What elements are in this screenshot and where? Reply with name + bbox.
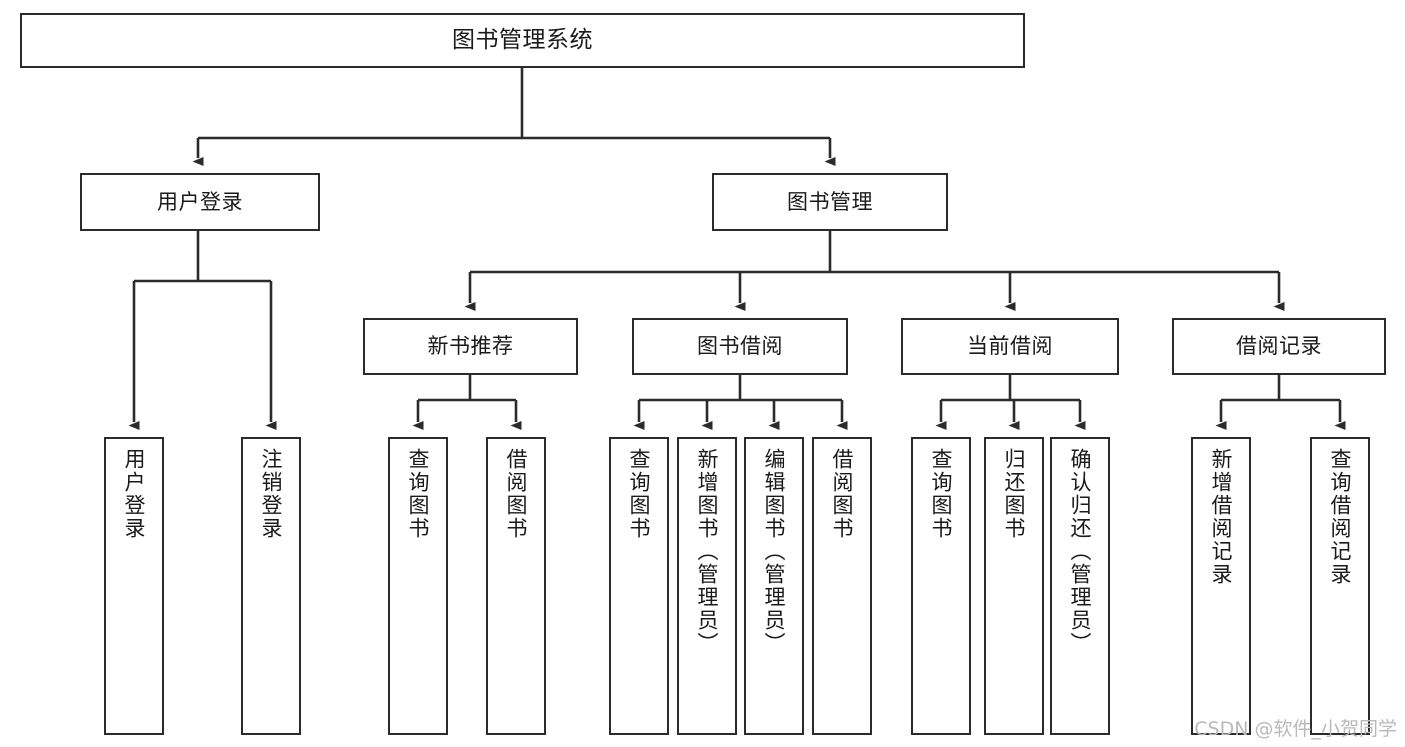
node-borrow-record[interactable]: 借阅记录 [1172, 318, 1386, 375]
node-leaf-return-book[interactable]: 归还图书 [984, 437, 1044, 735]
node-leaf-query-book-current[interactable]: 查询图书 [911, 437, 971, 735]
node-new-book-recommend-label: 新书推荐 [427, 334, 514, 359]
node-current-borrow-label: 当前借阅 [967, 334, 1053, 359]
node-leaf-borrow-book-label: 借阅图书 [830, 448, 855, 540]
node-leaf-query-borrow-record[interactable]: 查询借阅记录 [1310, 437, 1370, 735]
node-leaf-borrow-book-recommend[interactable]: 借阅图书 [486, 437, 546, 735]
node-leaf-add-book[interactable]: 新增图书（管理员） [677, 437, 737, 735]
node-leaf-query-borrow-record-label: 查询借阅记录 [1328, 448, 1353, 586]
node-leaf-borrow-book[interactable]: 借阅图书 [812, 437, 872, 735]
node-leaf-confirm-return[interactable]: 确认归还（管理员） [1050, 437, 1110, 735]
node-leaf-logout-label: 注销登录 [259, 448, 284, 540]
node-leaf-add-book-label: 新增图书（管理员） [695, 448, 720, 655]
node-leaf-user-login[interactable]: 用户登录 [104, 437, 164, 735]
node-borrow-record-label: 借阅记录 [1236, 334, 1322, 359]
node-book-management-label: 图书管理 [787, 189, 873, 214]
node-leaf-confirm-return-label: 确认归还（管理员） [1068, 448, 1093, 655]
node-leaf-edit-book-label: 编辑图书（管理员） [762, 448, 787, 655]
node-leaf-add-borrow-record[interactable]: 新增借阅记录 [1191, 437, 1251, 735]
node-root-label: 图书管理系统 [452, 26, 593, 53]
node-user-login-label: 用户登录 [157, 189, 243, 214]
node-leaf-borrow-book-recommend-label: 借阅图书 [504, 448, 529, 540]
node-book-borrow-label: 图书借阅 [697, 334, 783, 359]
node-leaf-return-book-label: 归还图书 [1002, 448, 1027, 540]
node-leaf-logout[interactable]: 注销登录 [241, 437, 301, 735]
node-user-login[interactable]: 用户登录 [80, 173, 320, 231]
node-new-book-recommend[interactable]: 新书推荐 [363, 318, 578, 375]
node-leaf-add-borrow-record-label: 新增借阅记录 [1209, 448, 1234, 586]
node-leaf-query-book-recommend-label: 查询图书 [406, 448, 431, 540]
node-leaf-query-book-current-label: 查询图书 [929, 448, 954, 540]
node-book-borrow[interactable]: 图书借阅 [632, 318, 848, 375]
node-leaf-query-book-recommend[interactable]: 查询图书 [388, 437, 448, 735]
node-leaf-query-book-borrow[interactable]: 查询图书 [609, 437, 669, 735]
node-leaf-query-book-borrow-label: 查询图书 [627, 448, 652, 540]
node-current-borrow[interactable]: 当前借阅 [901, 318, 1119, 375]
node-root[interactable]: 图书管理系统 [20, 13, 1025, 68]
node-leaf-edit-book[interactable]: 编辑图书（管理员） [744, 437, 804, 735]
node-leaf-user-login-label: 用户登录 [122, 448, 147, 540]
node-book-management[interactable]: 图书管理 [712, 173, 948, 231]
